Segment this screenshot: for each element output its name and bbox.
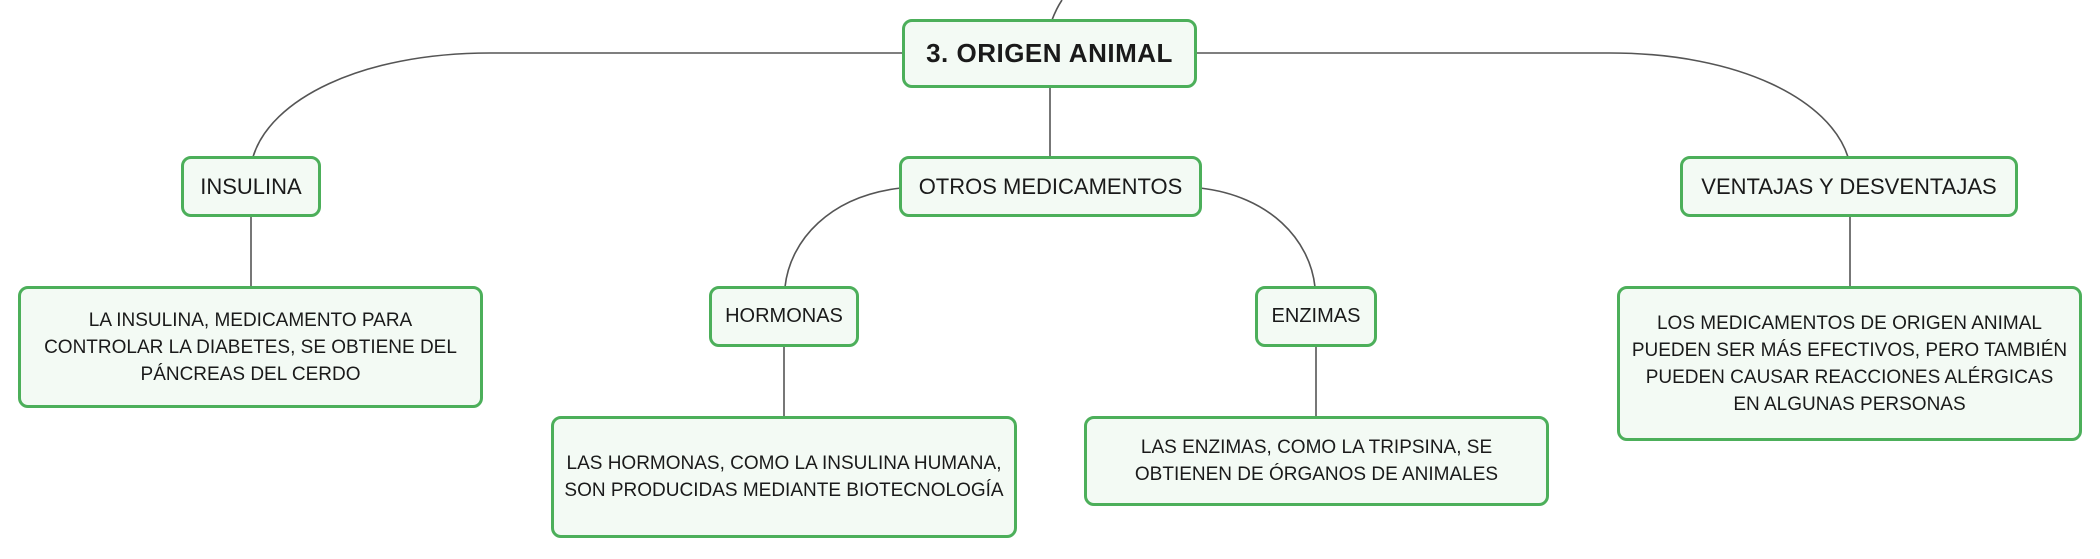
node-enzimas-detail-text: LAS ENZIMAS, COMO LA TRIPSINA, SE OBTIEN… (1134, 437, 1499, 485)
connector-otros-to-hormonas (784, 187, 902, 288)
node-ventajas-detail-text: LOS MEDICAMENTOS DE ORIGEN ANIMAL PUEDEN… (1631, 312, 2068, 415)
connector-root-to-ventajas (1197, 52, 1849, 158)
root-node-label: 3. ORIGEN ANIMAL (926, 38, 1173, 68)
node-hormonas-detail-text: LAS HORMONAS, COMO LA INSULINA HUMANA, S… (564, 453, 1004, 501)
node-insulina-detail-text: LA INSULINA, MEDICAMENTO PARA CONTROLAR … (44, 309, 457, 385)
node-ventajas-detail[interactable]: LOS MEDICAMENTOS DE ORIGEN ANIMAL PUEDEN… (1617, 286, 2082, 441)
root-node[interactable]: 3. ORIGEN ANIMAL (902, 19, 1197, 88)
node-enzimas[interactable]: ENZIMAS (1255, 286, 1377, 347)
node-otros-medicamentos[interactable]: OTROS MEDICAMENTOS (899, 156, 1202, 217)
node-hormonas-label: HORMONAS (725, 305, 843, 327)
node-ventajas-desventajas-label: VENTAJAS Y DESVENTAJAS (1701, 173, 1997, 199)
node-insulina[interactable]: INSULINA (181, 156, 321, 217)
node-ventajas-desventajas[interactable]: VENTAJAS Y DESVENTAJAS (1680, 156, 2018, 217)
node-insulina-detail[interactable]: LA INSULINA, MEDICAMENTO PARA CONTROLAR … (18, 286, 483, 408)
node-insulina-label: INSULINA (200, 173, 302, 199)
connector-parent-to-root (1051, 0, 1063, 21)
node-enzimas-detail[interactable]: LAS ENZIMAS, COMO LA TRIPSINA, SE OBTIEN… (1084, 416, 1549, 506)
node-hormonas-detail[interactable]: LAS HORMONAS, COMO LA INSULINA HUMANA, S… (551, 416, 1017, 538)
node-hormonas[interactable]: HORMONAS (709, 286, 859, 347)
node-otros-medicamentos-label: OTROS MEDICAMENTOS (918, 173, 1183, 199)
connector-otros-to-enzimas (1199, 187, 1316, 288)
connector-root-to-insulina (252, 52, 904, 158)
node-enzimas-label: ENZIMAS (1271, 305, 1361, 327)
